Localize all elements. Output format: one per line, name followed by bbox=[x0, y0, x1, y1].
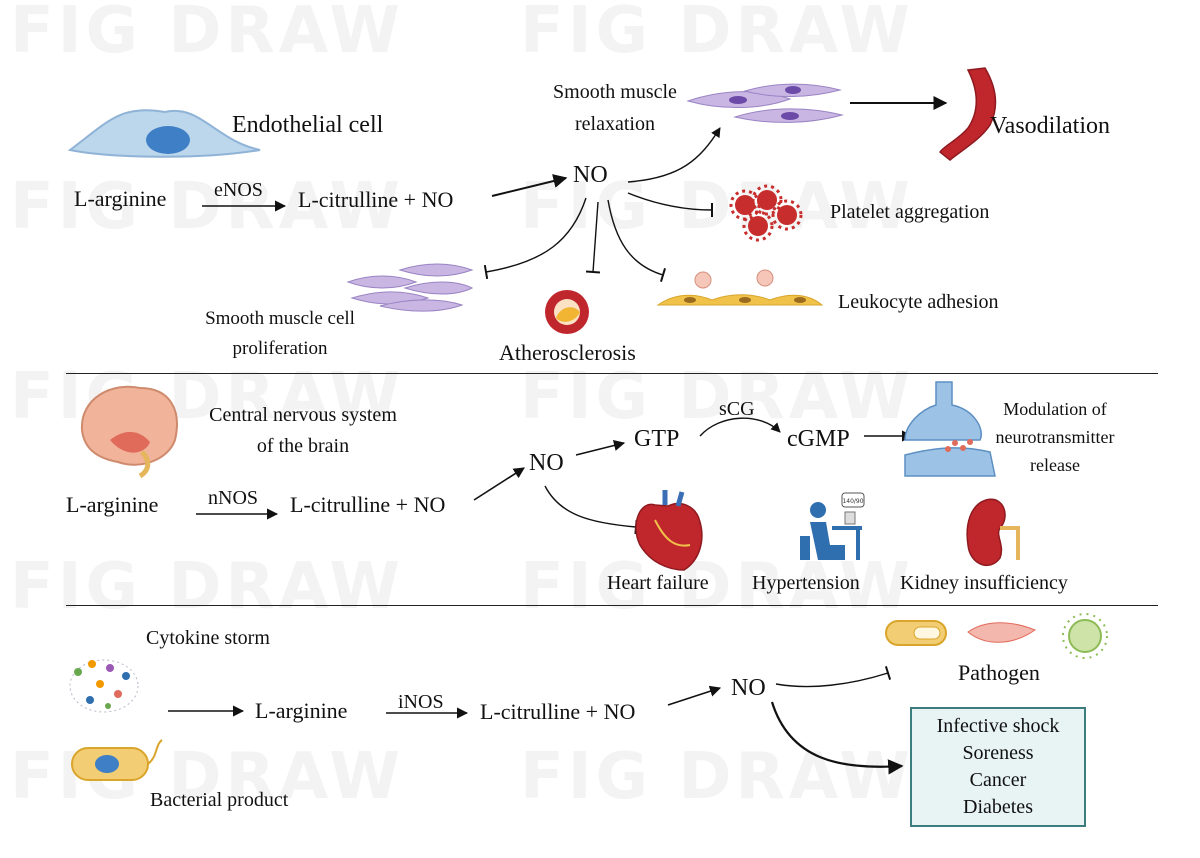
no-label-1: NO bbox=[573, 162, 608, 188]
cytokine-storm-icon bbox=[69, 659, 139, 713]
arrow-scg bbox=[699, 417, 781, 437]
arrow-to-no-2 bbox=[473, 467, 525, 501]
arrow-to-gtp bbox=[575, 440, 626, 456]
section-divider-2 bbox=[66, 605, 1158, 606]
cytokine-storm-label: Cytokine storm bbox=[146, 627, 270, 649]
bp-reading: 140/90 bbox=[842, 498, 863, 505]
kidney-icon bbox=[966, 498, 1020, 567]
modulation-line1: Modulation of bbox=[1003, 399, 1107, 419]
section-divider-1 bbox=[66, 373, 1158, 374]
disease-item: Infective shock bbox=[936, 715, 1060, 737]
blood-vessel-icon bbox=[938, 67, 997, 161]
leukocyte-endothelium-icon bbox=[656, 269, 824, 306]
synapse-icon bbox=[904, 381, 996, 477]
heart-icon bbox=[635, 490, 703, 571]
cns-label-line1: Central nervous system bbox=[209, 404, 397, 426]
arrow-to-smooth-muscle bbox=[627, 127, 721, 183]
inhibit-platelet bbox=[627, 192, 714, 218]
hypertension-person-icon: 140/90 bbox=[800, 492, 865, 560]
bacterium-icon bbox=[71, 739, 163, 781]
endothelial-cell-icon bbox=[67, 109, 261, 158]
endothelial-cell-label: Endothelial cell bbox=[232, 112, 384, 138]
brain-icon bbox=[80, 385, 178, 479]
atherosclerosis-label: Atherosclerosis bbox=[499, 340, 636, 365]
kidney-insufficiency-label: Kidney insufficiency bbox=[900, 572, 1068, 594]
gtp-label: GTP bbox=[634, 426, 680, 452]
platelets-icon bbox=[729, 184, 803, 242]
inos-label: iNOS bbox=[398, 691, 444, 713]
platelet-aggregation-label: Platelet aggregation bbox=[830, 201, 990, 223]
hypertension-label: Hypertension bbox=[752, 572, 860, 594]
disease-item: Soreness bbox=[962, 742, 1034, 764]
no-label-2: NO bbox=[529, 450, 564, 476]
pathogen-label: Pathogen bbox=[958, 660, 1040, 685]
cgmp-label: cGMP bbox=[787, 426, 850, 452]
inhibit-pathogen bbox=[775, 666, 892, 688]
vasodilation-label: Vasodilation bbox=[990, 113, 1110, 139]
smooth-muscle-proliferation-icon bbox=[346, 263, 474, 312]
product-label-2: L-citrulline + NO bbox=[290, 492, 446, 517]
disease-item: Cancer bbox=[969, 769, 1027, 791]
product-label-1: L-citrulline + NO bbox=[298, 187, 454, 212]
inhibit-leukocyte bbox=[607, 199, 666, 282]
smooth-muscle-relaxation-line2: relaxation bbox=[575, 113, 655, 135]
inhibit-heart-failure bbox=[544, 485, 638, 535]
no-label-3: NO bbox=[731, 675, 766, 701]
disease-item: Diabetes bbox=[963, 796, 1033, 818]
nnos-label: nNOS bbox=[208, 487, 259, 509]
pathogen-icons bbox=[885, 613, 1108, 659]
bacterial-product-label: Bacterial product bbox=[150, 789, 289, 811]
l-arginine-label-2: L-arginine bbox=[66, 492, 159, 517]
disease-box: Infective shock Soreness Cancer Diabetes bbox=[910, 707, 1086, 827]
modulation-line3: release bbox=[1030, 455, 1080, 475]
l-arginine-label-3: L-arginine bbox=[255, 698, 348, 723]
arrow-to-diseases bbox=[770, 701, 904, 775]
scg-label: sCG bbox=[719, 398, 755, 420]
artery-plaque-icon bbox=[545, 290, 589, 334]
enos-label: eNOS bbox=[214, 179, 263, 201]
product-label-3: L-citrulline + NO bbox=[480, 699, 636, 724]
arrow-to-no bbox=[491, 174, 568, 197]
inhibit-atherosclerosis bbox=[585, 201, 601, 274]
smc-proliferation-line1: Smooth muscle cell bbox=[205, 308, 355, 329]
inhibit-smc-proliferation bbox=[483, 197, 587, 280]
heart-failure-label: Heart failure bbox=[607, 572, 709, 594]
modulation-line2: neurotransmitter bbox=[995, 427, 1115, 447]
smc-proliferation-line2: proliferation bbox=[232, 338, 328, 359]
arrow-to-no-3 bbox=[667, 685, 722, 706]
l-arginine-label-1: L-arginine bbox=[74, 186, 167, 211]
smooth-muscle-cells-icon bbox=[686, 83, 844, 123]
smooth-muscle-relaxation-line1: Smooth muscle bbox=[553, 81, 677, 103]
leukocyte-adhesion-label: Leukocyte adhesion bbox=[838, 291, 999, 313]
cns-label-line2: of the brain bbox=[256, 435, 350, 457]
